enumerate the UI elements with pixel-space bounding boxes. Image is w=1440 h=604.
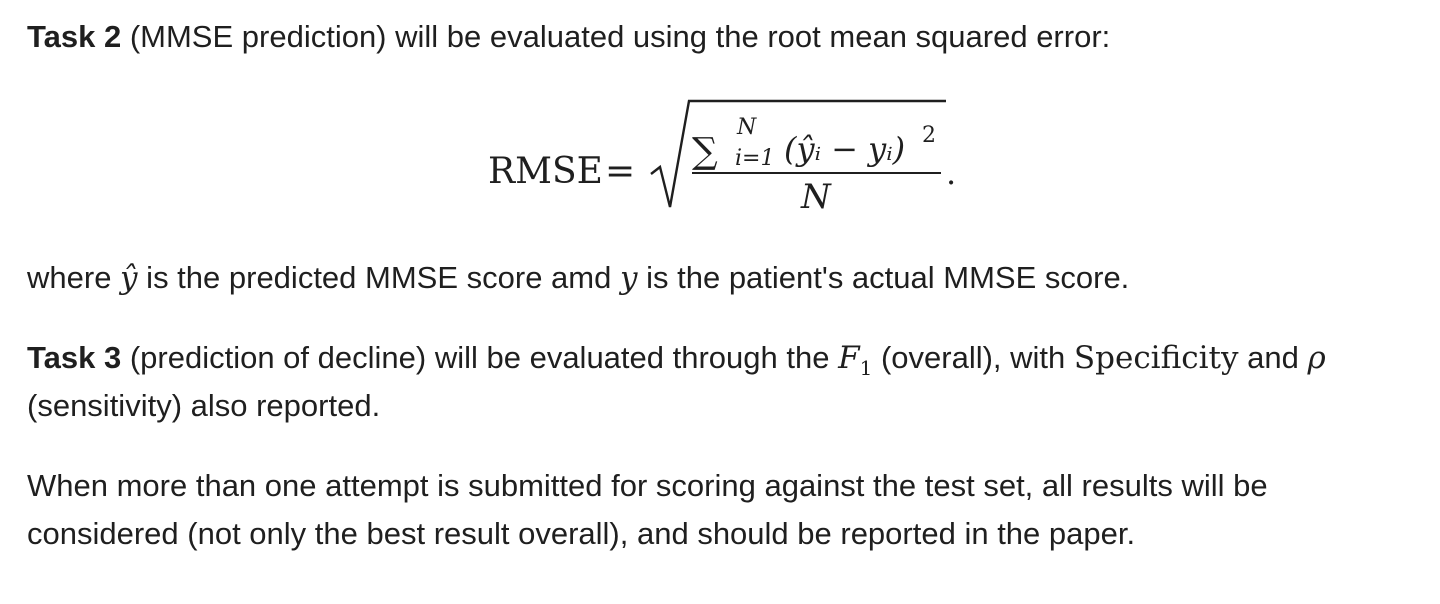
formula-lhs: RMSE <box>488 151 603 192</box>
formula-sum-upper: N <box>736 115 757 140</box>
task2-paragraph: Task 2 (MMSE prediction) will be evaluat… <box>27 13 1110 61</box>
formula-denominator: N <box>800 177 832 217</box>
where-mid2: is the patient's actual MMSE score. <box>637 260 1130 295</box>
where-yhat: ŷ <box>120 260 138 296</box>
task3-rho: ρ <box>1307 340 1326 376</box>
formula-sum-lower: i=1 <box>735 146 774 171</box>
task2-label: Task 2 <box>27 19 122 54</box>
closing-line2: considered (not only the best result ove… <box>27 516 1136 551</box>
where-paragraph: where ŷ is the predicted MMSE score amd … <box>27 254 1129 302</box>
task2-text: (MMSE prediction) will be evaluated usin… <box>121 19 1111 54</box>
task3-f-sub: 1 <box>859 356 873 380</box>
formula-sum-symbol: ∑ <box>692 131 718 172</box>
task3-text3: and <box>1238 340 1308 375</box>
task3-text1: (prediction of decline) will be evaluate… <box>121 340 839 375</box>
task3-paragraph: Task 3 (prediction of decline) will be e… <box>27 334 1326 385</box>
closing-line1: When more than one attempt is submitted … <box>27 468 1268 503</box>
where-mid1: is the predicted MMSE score amd <box>137 260 620 295</box>
formula-period: . <box>946 154 956 192</box>
rmse-formula: RMSE = ∑ N i=1 (ŷᵢ − yᵢ) 2 N . <box>488 99 956 217</box>
task3-line2: (sensitivity) also reported. <box>27 388 381 423</box>
where-y: y <box>619 260 638 296</box>
formula-exponent: 2 <box>922 123 936 148</box>
square-root-sign <box>650 99 946 208</box>
task3-text2: (overall), with <box>872 340 1074 375</box>
task3-f: F <box>838 340 860 376</box>
formula-numerator-term: (ŷᵢ − yᵢ) <box>784 130 905 168</box>
task3-specificity: Specificity <box>1073 340 1239 376</box>
task3-label: Task 3 <box>27 340 122 375</box>
where-prefix: where <box>27 260 121 295</box>
formula-equals: = <box>605 151 635 192</box>
